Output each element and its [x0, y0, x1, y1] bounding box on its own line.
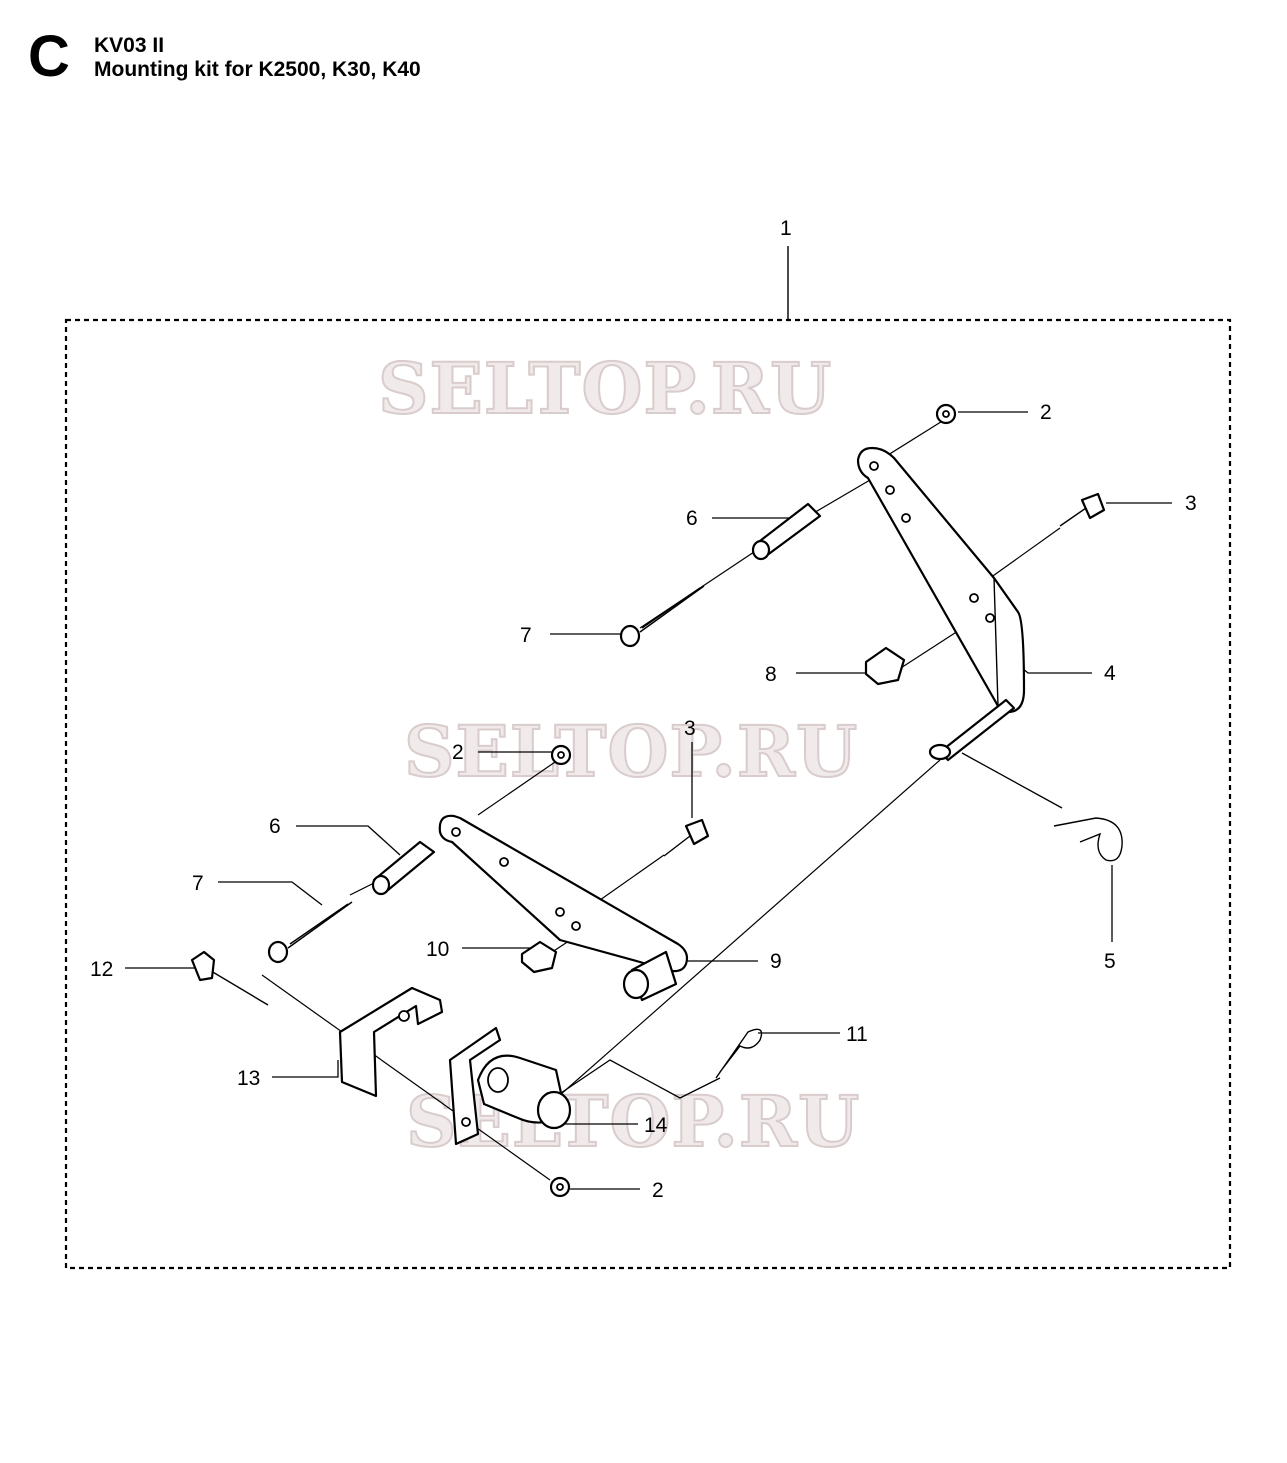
- callout-2-top: 2: [1040, 401, 1052, 424]
- callout-10: 10: [426, 938, 449, 961]
- spacer-nut-part-8: [864, 646, 906, 686]
- watermark-top: SELTOP.RU: [378, 347, 832, 430]
- callout-9: 9: [770, 950, 782, 973]
- callout-8: 8: [765, 663, 777, 686]
- kit-code: KV03 II: [94, 34, 165, 57]
- bolt-part-3-right: [1059, 492, 1106, 527]
- callout-4: 4: [1104, 662, 1116, 685]
- hairpin-clip-part-11: [715, 1028, 763, 1079]
- bracket-part-4: [856, 446, 1026, 762]
- callout-2-bottom: 2: [652, 1179, 664, 1202]
- callout-3-right: 3: [1185, 492, 1197, 515]
- callout-3-middle: 3: [684, 717, 696, 740]
- spacer-part-6-upper: [751, 502, 822, 561]
- callout-6-upper: 6: [686, 507, 698, 530]
- callout-7-lower: 7: [192, 872, 204, 895]
- callout-2-middle: 2: [452, 741, 464, 764]
- leader-lines: [125, 411, 1172, 1190]
- callout-13: 13: [237, 1067, 260, 1090]
- u-bracket-part-13: [338, 986, 444, 1098]
- callout-1: 1: [780, 217, 792, 240]
- page-header: C KV03 II Mounting kit for K2500, K30, K…: [28, 24, 628, 90]
- spacer-part-6-lower: [371, 840, 436, 896]
- assembly-axis-lines: [261, 419, 1061, 1181]
- nut-part-2-bottom: [549, 1176, 571, 1198]
- callout-11: 11: [846, 1023, 868, 1046]
- screw-part-7-lower: [267, 901, 353, 964]
- bolt-part-3-middle: [663, 818, 710, 857]
- nut-part-2-top: [935, 403, 957, 425]
- kit-boundary-box: [64, 318, 1232, 1270]
- screw-part-7-upper: [619, 585, 705, 648]
- callout-7-upper: 7: [520, 624, 532, 647]
- nut-part-2-middle: [550, 744, 572, 766]
- watermark-middle: SELTOP.RU: [404, 710, 858, 793]
- bolt-part-12: [190, 950, 269, 1006]
- callout-5: 5: [1104, 950, 1116, 973]
- callout-14: 14: [644, 1114, 668, 1137]
- callout-6-lower: 6: [269, 815, 281, 838]
- spacer-nut-part-10: [520, 940, 558, 974]
- bracket-part-9: [438, 814, 689, 1002]
- section-letter: C: [28, 24, 70, 89]
- kit-title: Mounting kit for K2500, K30, K40: [94, 58, 421, 81]
- pin-holder-part-14: [448, 1026, 572, 1146]
- callout-12: 12: [90, 958, 113, 981]
- hairpin-clip-part-5: [1053, 817, 1123, 862]
